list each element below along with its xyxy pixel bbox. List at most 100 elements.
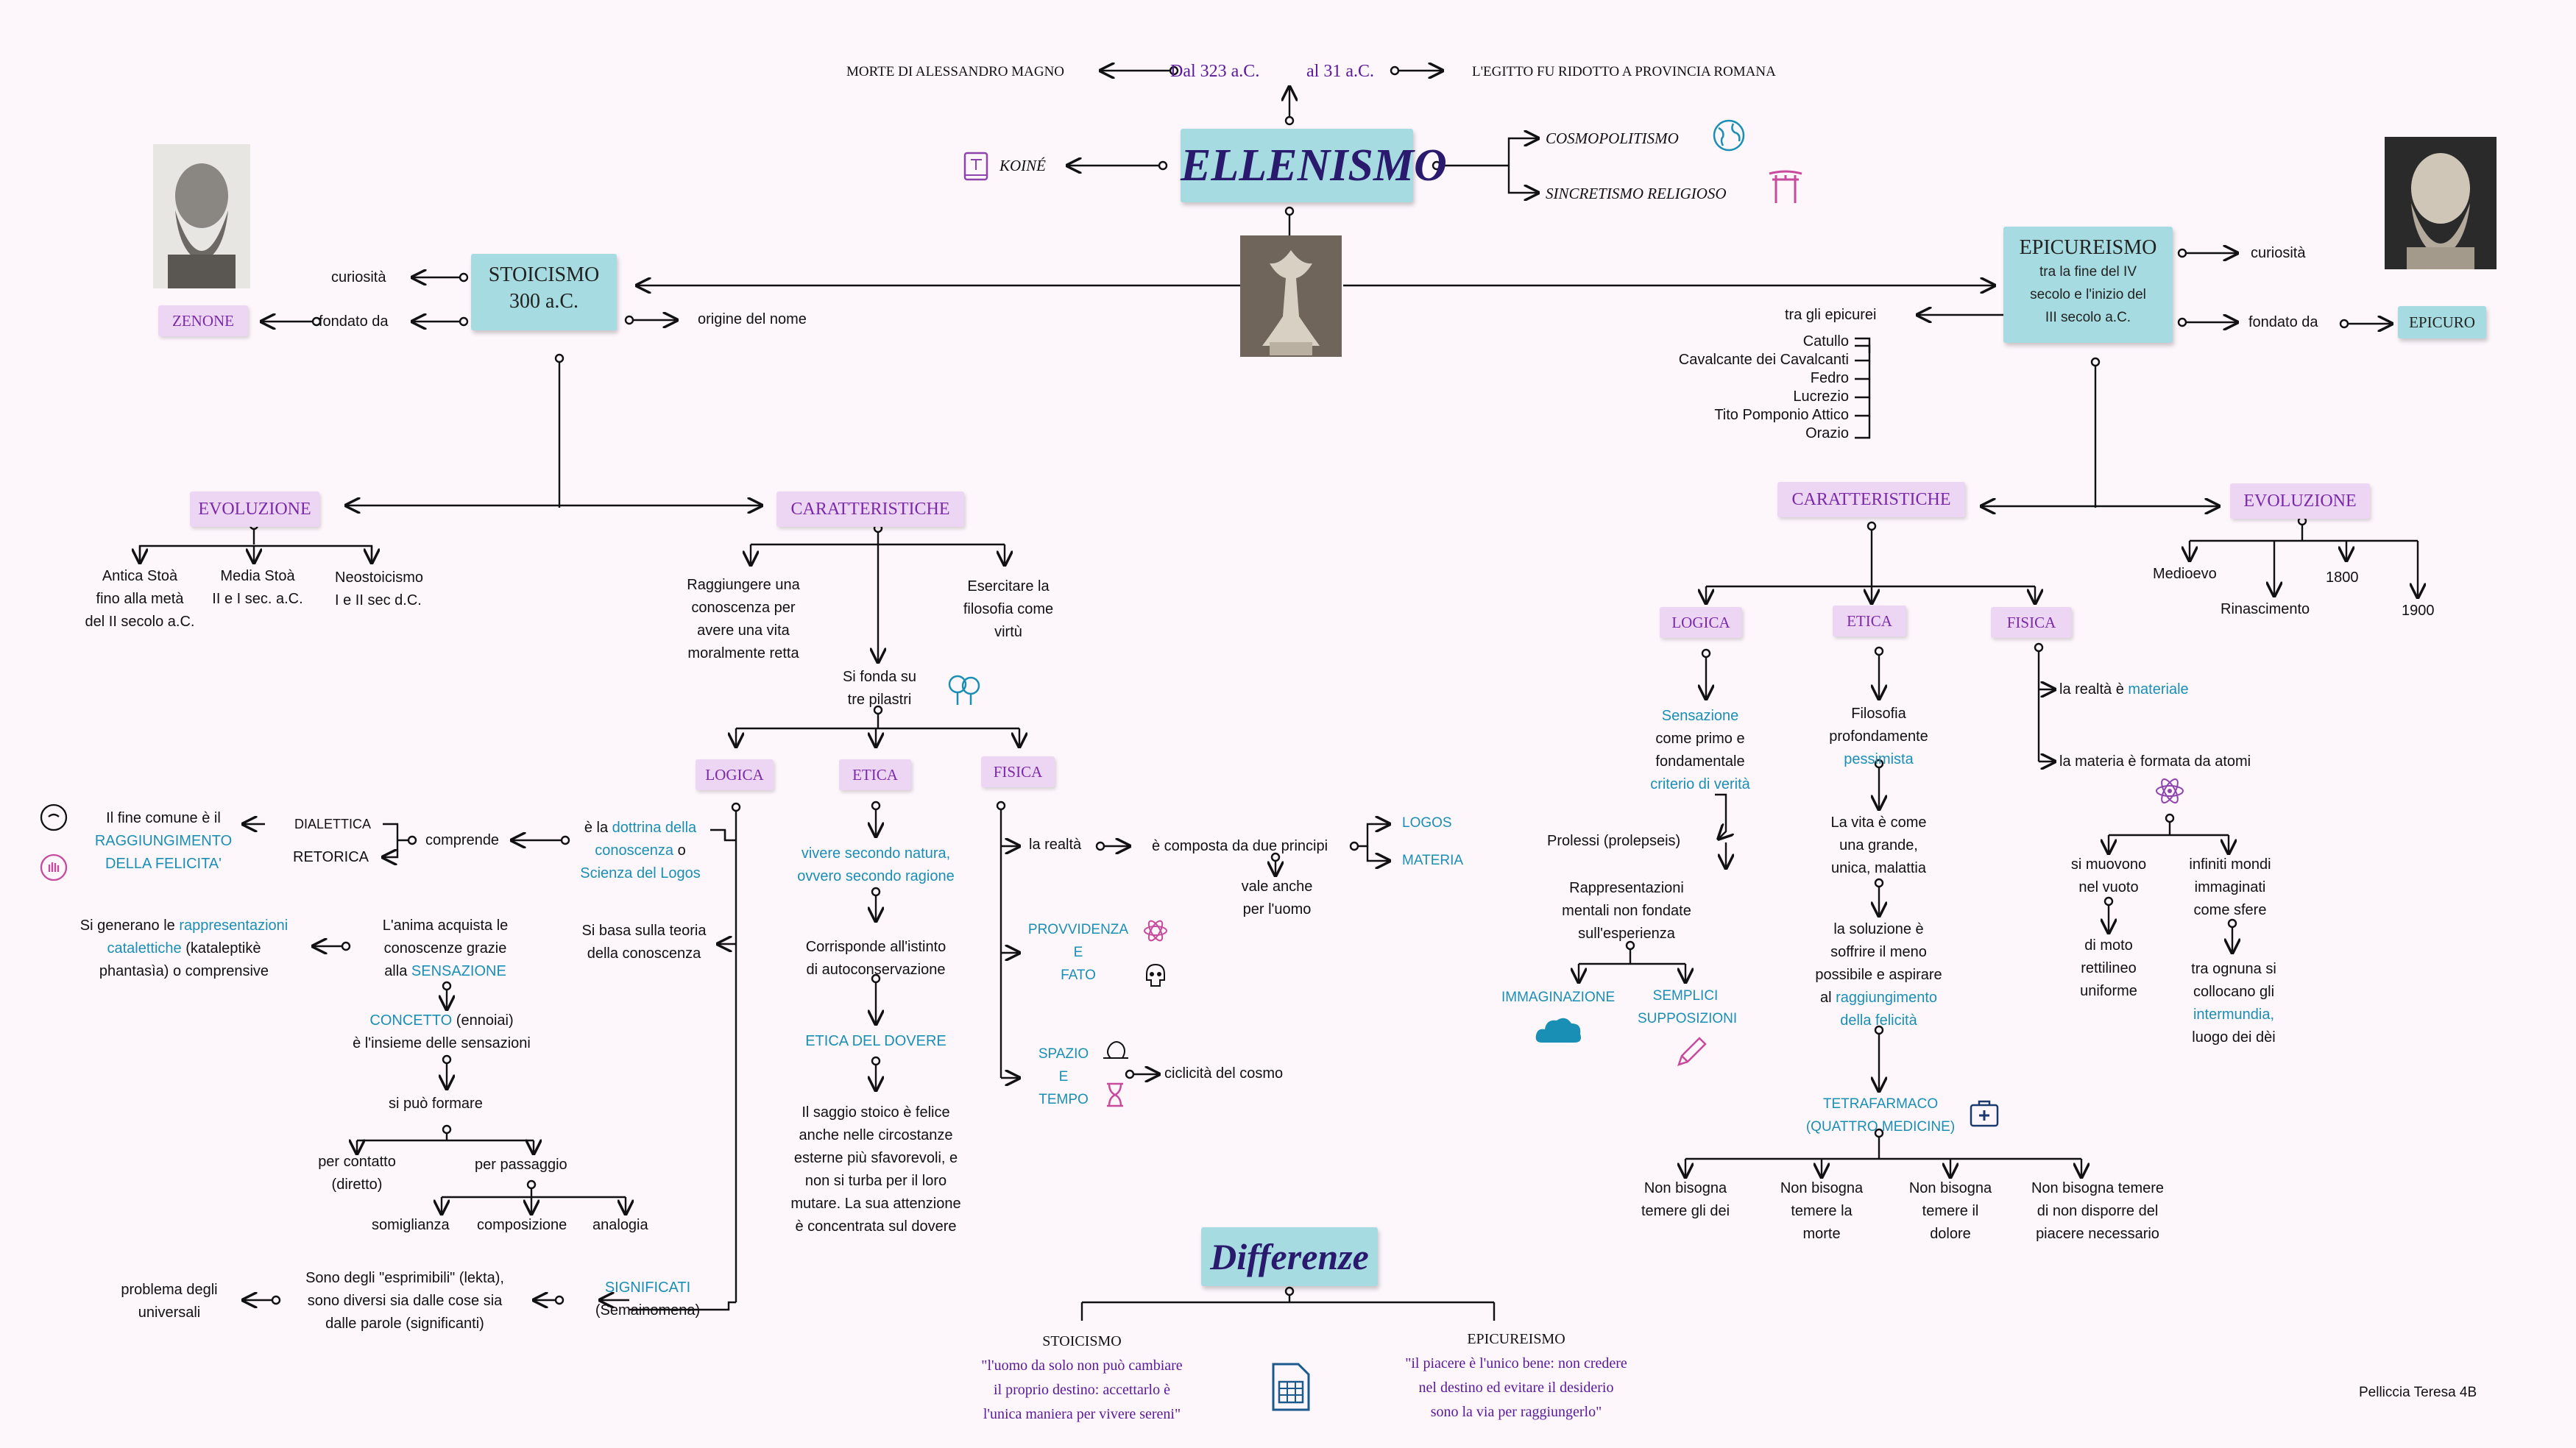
differenze-title: Differenze — [1210, 1236, 1369, 1277]
stoic-composizione: composizione — [477, 1217, 567, 1233]
stoic-fisica-label: FISICA — [981, 756, 1055, 787]
document-icon — [1267, 1361, 1314, 1416]
nike-statue-image — [1240, 235, 1342, 357]
epicuro-label: EPICURO — [2398, 306, 2486, 338]
zenone-label: ZENONE — [158, 305, 248, 336]
stoic-origine: origine del nome — [698, 311, 807, 327]
trees-icon — [944, 671, 984, 711]
epic-prolessi: Prolessi (prolepseis) — [1547, 833, 1681, 849]
koine-text: KOINÉ — [999, 157, 1046, 174]
diff-epicureismo: EPICUREISMO — [1467, 1331, 1565, 1347]
zenone-portrait — [153, 144, 250, 288]
face-icon — [38, 802, 69, 837]
date-to: al 31 a.C. — [1306, 62, 1374, 81]
stoic-fondato: fondato da — [319, 313, 389, 330]
stoic-ciclicita: ciclicità del cosmo — [1164, 1065, 1284, 1082]
stoicismo-date: 300 a.C. — [509, 290, 579, 313]
epicureismo-title: EPICUREISMO — [2019, 236, 2157, 259]
stoic-dovere: ETICA DEL DOVERE — [805, 1033, 946, 1049]
torii-icon — [1766, 168, 1805, 208]
epic-immaginazione: IMMAGINAZIONE — [1501, 990, 1616, 1005]
stoic-realta: la realtà — [1029, 837, 1082, 853]
stoic-significati: SIGNIFICATI(Semainomena) — [595, 1280, 701, 1319]
egitto-text: L'EGITTO FU RIDOTTO A PROVINCIA ROMANA — [1472, 64, 1776, 79]
stoic-passaggio: per passaggio — [475, 1157, 567, 1173]
cloud-icon — [1533, 1012, 1585, 1052]
epic-evoluzione-label: EVOLUZIONE — [2230, 483, 2370, 519]
stoic-comprende: comprende — [425, 832, 500, 848]
epic-fondato: fondato da — [2248, 314, 2318, 330]
title-box: ELLENISMO — [1181, 129, 1447, 202]
epic-curiosita: curiosità — [2251, 245, 2306, 261]
stoic-analogia: analogia — [592, 1217, 648, 1233]
cosmopolitismo-text: COSMOPOLITISMO — [1546, 129, 1679, 147]
epic-evo-medioevo: Medioevo — [2153, 566, 2217, 582]
stoic-contatto: per contatto(diretto) — [318, 1154, 396, 1193]
stoic-caratteristiche-label: CARATTERISTICHE — [776, 491, 964, 527]
epic-tra: tra gli epicurei — [1785, 307, 1877, 323]
atom-icon-2 — [2155, 776, 2184, 809]
medkit-icon — [1969, 1099, 2000, 1132]
epic-tetrafarmaco: TETRAFARMACO(QUATTRO MEDICINE) — [1805, 1096, 1956, 1135]
stoic-retorica: RETORICA — [293, 849, 369, 865]
book-icon — [963, 151, 991, 185]
hand-icon — [38, 852, 69, 887]
epic-logica-label: LOGICA — [1660, 607, 1742, 638]
stoic-etica-label: ETICA — [839, 759, 911, 790]
stoic-formare: si può formare — [389, 1096, 483, 1112]
epic-evo-rinascimento: Rinascimento — [2221, 601, 2310, 617]
pencil-icon — [1673, 1034, 1710, 1074]
epic-materia: la materia è formata da atomi — [2059, 753, 2251, 770]
stoic-logica-label: LOGICA — [696, 759, 774, 790]
epic-evo-1900: 1900 — [2402, 603, 2435, 619]
globe-icon — [1711, 118, 1747, 157]
stoic-concetto: CONCETTO (ennoiai) è l'insieme delle sen… — [353, 1012, 531, 1051]
stoic-rappresentazioni: Si generano le rappresentazioni catalett… — [79, 918, 289, 979]
stoic-logos: LOGOS — [1402, 815, 1452, 831]
author: Pelliccia Teresa 4B — [2359, 1385, 2477, 1400]
stoicismo-box: STOICISMO 300 a.C. — [471, 254, 617, 330]
morte-text: MORTE DI ALESSANDRO MAGNO — [846, 64, 1065, 79]
stoic-esprimibili: Sono degli "esprimibili" (lekta),sono di… — [305, 1270, 504, 1332]
stoic-dottrina: è la dottrina della conoscenza o Scienza… — [580, 820, 701, 881]
hourglass-icon — [1104, 1082, 1126, 1112]
stoic-materia: MATERIA — [1402, 853, 1464, 868]
atom-icon — [1143, 918, 1168, 947]
stoicismo-title: STOICISMO — [488, 263, 600, 286]
main-title: ELLENISMO — [1181, 141, 1447, 191]
date-from: Dal 323 a.C. — [1170, 62, 1260, 81]
stoic-dialettica: DIALETTICA — [294, 817, 372, 831]
stoic-evoluzione-label: EVOLUZIONE — [190, 491, 319, 527]
skull-icon — [1143, 962, 1168, 993]
stoic-somiglianza: somiglianza — [372, 1217, 450, 1233]
epic-caratteristiche-label: CARATTERISTICHE — [1777, 482, 1965, 517]
stoic-natura: vivere secondo natura,ovvero secondo rag… — [797, 845, 955, 884]
sincretismo-text: SINCRETISMO RELIGIOSO — [1546, 185, 1727, 202]
